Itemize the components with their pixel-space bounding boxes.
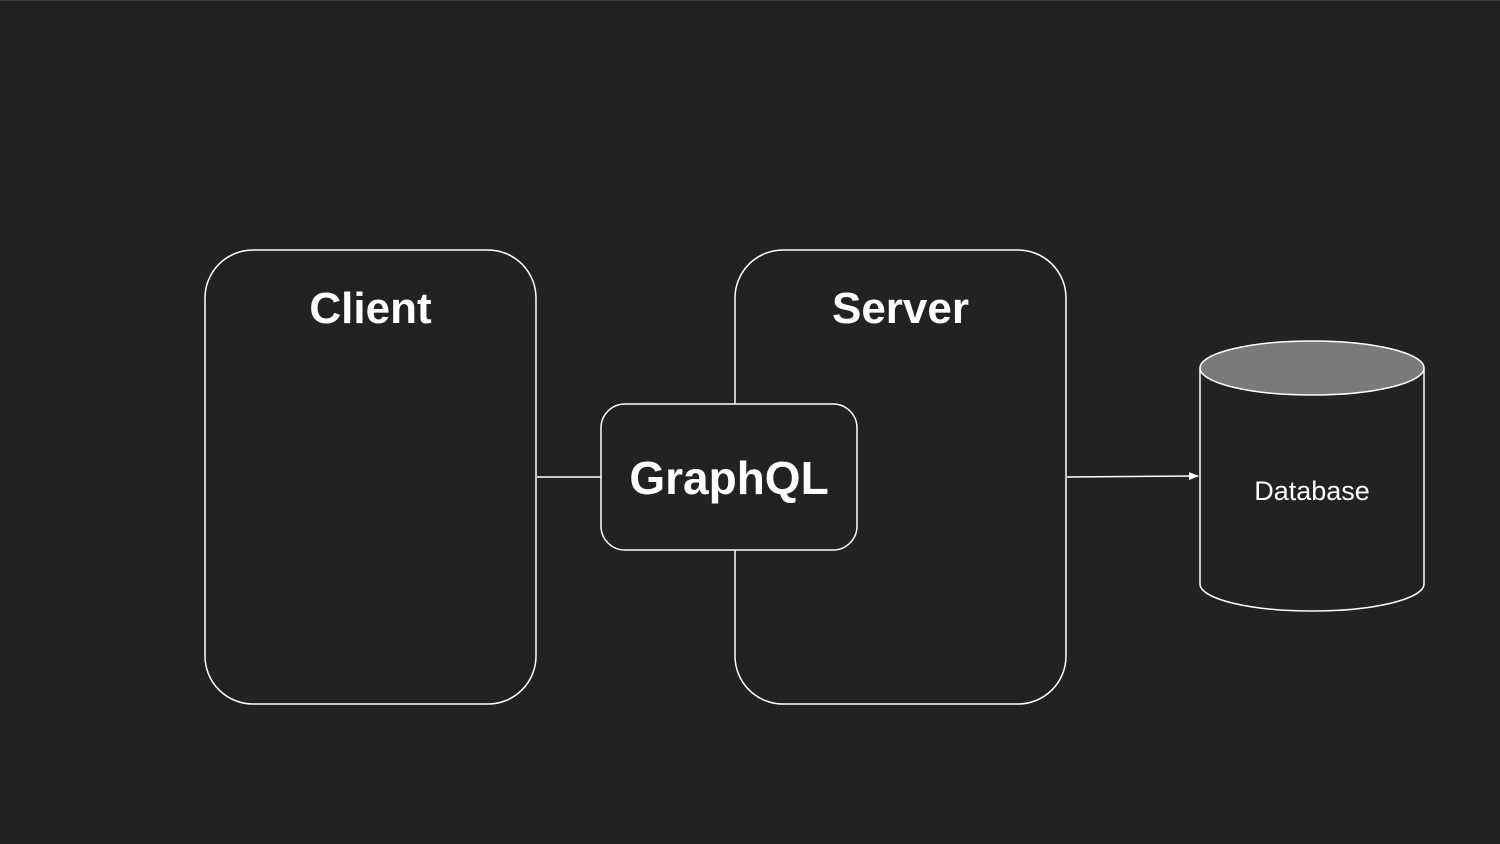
graphql-node: GraphQL — [600, 403, 858, 551]
database-body — [1199, 368, 1425, 612]
client-node: Client — [204, 249, 537, 705]
server-node: Server — [734, 249, 1067, 705]
database-node: Database — [1199, 340, 1425, 612]
client-box — [204, 249, 537, 705]
client-label: Client — [309, 284, 432, 333]
database-label: Database — [1254, 476, 1370, 506]
graphql-label: GraphQL — [629, 452, 828, 504]
edge-server-to-database — [1066, 472, 1199, 481]
database-top — [1199, 340, 1425, 396]
graphql-box — [600, 403, 858, 551]
server-label: Server — [832, 284, 969, 333]
